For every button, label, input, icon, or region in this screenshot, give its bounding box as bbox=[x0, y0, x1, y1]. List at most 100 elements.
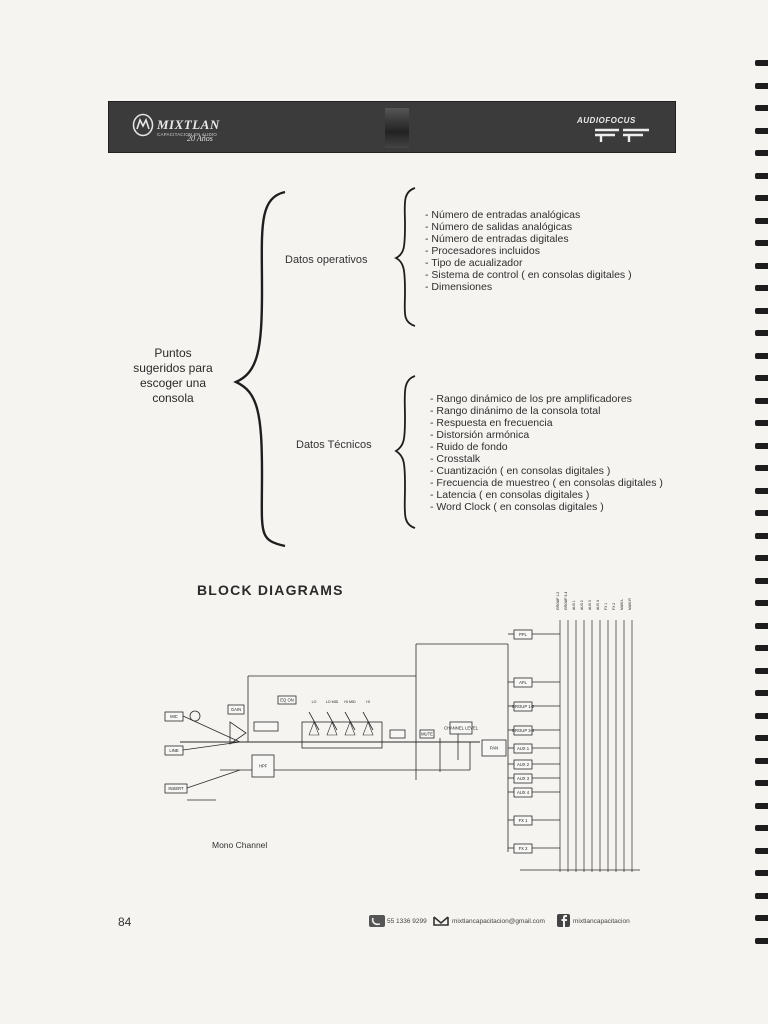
bus-label: MAIN R bbox=[628, 598, 632, 610]
binding-coil bbox=[755, 60, 768, 66]
diagram-block-label: GROUP 1-2 bbox=[512, 704, 535, 709]
list-item: - Sistema de control ( en consolas digit… bbox=[425, 269, 632, 281]
tecnicos-list: - Rango dinámico de los pre amplificador… bbox=[430, 393, 663, 513]
bus-label: AUX 3 bbox=[588, 600, 592, 610]
binding-coil bbox=[755, 735, 768, 741]
af-monogram-icon bbox=[595, 128, 649, 142]
binding-coil bbox=[755, 893, 768, 899]
binding-coil bbox=[755, 870, 768, 876]
binding-coil bbox=[755, 915, 768, 921]
diagram-block bbox=[513, 787, 533, 798]
signal-wire bbox=[344, 711, 356, 731]
binding-coil bbox=[755, 150, 768, 156]
binding-coil bbox=[755, 465, 768, 471]
diagram-block bbox=[164, 711, 184, 722]
diagram-block bbox=[513, 629, 533, 640]
diagram-block-label: LINE bbox=[169, 748, 179, 753]
operativos-list: - Número de entradas analógicas - Número… bbox=[425, 209, 632, 293]
eq-pot-icon bbox=[308, 721, 320, 736]
eq-band-label: LO MID bbox=[326, 700, 339, 704]
list-item: - Latencia ( en consolas digitales ) bbox=[430, 489, 590, 501]
bus-label: FX 2 bbox=[612, 603, 616, 610]
binding-coil bbox=[755, 713, 768, 719]
diagram-block-label: GAIN bbox=[231, 707, 241, 712]
binding-coil bbox=[755, 375, 768, 381]
bus-label: AUX 4 bbox=[596, 600, 600, 610]
list-item: - Tipo de acualizador bbox=[425, 257, 523, 269]
diagram-block bbox=[513, 677, 533, 688]
header-photo bbox=[385, 108, 409, 148]
list-item: - Número de salidas analógicas bbox=[425, 221, 573, 233]
audiofocus-brand: AUDIOFOCUS bbox=[577, 116, 636, 125]
binding-coil bbox=[755, 240, 768, 246]
bus-label: GROUP 1-2 bbox=[556, 592, 560, 610]
bus-label: FX 1 bbox=[604, 603, 608, 610]
list-item: - Procesadores incluidos bbox=[425, 245, 540, 257]
signal-wire bbox=[186, 769, 241, 789]
diagram-block bbox=[389, 729, 406, 739]
binding-coil bbox=[755, 173, 768, 179]
list-item: - Cuantización ( en consolas digitales ) bbox=[430, 465, 611, 477]
diagram-block bbox=[227, 704, 245, 715]
list-item: - Ruido de fondo bbox=[430, 441, 508, 453]
mindmap-root: Puntos sugeridos para escoger una consol… bbox=[133, 346, 213, 405]
binding-coil bbox=[755, 398, 768, 404]
diagram-block-label: INSERT bbox=[168, 786, 184, 791]
binding-coil bbox=[755, 578, 768, 584]
diagram-block bbox=[513, 759, 533, 770]
list-item: - Rango dinánimo de la consola total bbox=[430, 405, 601, 417]
diagram-block-label: FX 2 bbox=[519, 846, 529, 851]
mixtlan-logo: MIXTLAN CAPACITACION EN AUDIO 20 Años bbox=[132, 113, 242, 145]
signal-wire bbox=[182, 715, 241, 743]
eq-frame bbox=[301, 721, 383, 749]
footer-phone: 55 1336 9299 bbox=[387, 918, 427, 925]
bus-label: GROUP 3-4 bbox=[564, 592, 568, 610]
diagram-block bbox=[513, 843, 533, 854]
diagram-block-label: MIC bbox=[170, 714, 178, 719]
diagram-block-label: AUX 2 bbox=[517, 762, 530, 767]
diagram-block bbox=[481, 739, 507, 757]
branch-label-operativos: Datos operativos bbox=[285, 254, 368, 266]
eq-band-label: LO bbox=[312, 700, 317, 704]
diagram-block-label: AUX 3 bbox=[517, 776, 530, 781]
diagram-block bbox=[253, 721, 279, 732]
list-item: - Crosstalk bbox=[430, 453, 481, 465]
xlr-input-icon bbox=[189, 710, 201, 722]
binding-coil bbox=[755, 668, 768, 674]
diagram-block bbox=[513, 815, 533, 826]
diagram-block bbox=[277, 695, 297, 705]
diagram-block bbox=[164, 745, 184, 756]
facebook-icon bbox=[557, 914, 570, 927]
binding-coil bbox=[755, 758, 768, 764]
footer-facebook: mixtlancapacitacion bbox=[573, 918, 630, 925]
diagram-block-label: FX 1 bbox=[519, 818, 529, 823]
branch-label-tecnicos: Datos Técnicos bbox=[296, 439, 372, 451]
list-item: - Distorsión armónica bbox=[430, 429, 530, 441]
binding-coil bbox=[755, 690, 768, 696]
binding-coil bbox=[755, 510, 768, 516]
list-item: - Word Clock ( en consolas digitales ) bbox=[430, 501, 604, 513]
binding-coil bbox=[755, 645, 768, 651]
diagram-block bbox=[449, 721, 473, 735]
diagram-block bbox=[251, 754, 275, 778]
binding-coil bbox=[755, 308, 768, 314]
list-item: - Número de entradas digitales bbox=[425, 233, 569, 245]
binding-coil bbox=[755, 420, 768, 426]
diagram-block-label: PFL bbox=[519, 632, 527, 637]
diagram-block bbox=[419, 729, 435, 739]
list-item: - Rango dinámico de los pre amplificador… bbox=[430, 393, 632, 405]
diagram-caption: Mono Channel bbox=[212, 840, 268, 850]
phone-icon bbox=[369, 915, 385, 927]
binding-coil bbox=[755, 555, 768, 561]
binding-coil bbox=[755, 623, 768, 629]
diagram-block bbox=[513, 773, 533, 784]
signal-wire bbox=[362, 711, 374, 731]
binding-coil bbox=[755, 195, 768, 201]
diagram-block bbox=[513, 725, 533, 736]
eq-band-label: HI MID bbox=[344, 700, 356, 704]
binding-coil bbox=[755, 285, 768, 291]
binding-coil bbox=[755, 848, 768, 854]
eq-pot-icon bbox=[344, 721, 356, 736]
